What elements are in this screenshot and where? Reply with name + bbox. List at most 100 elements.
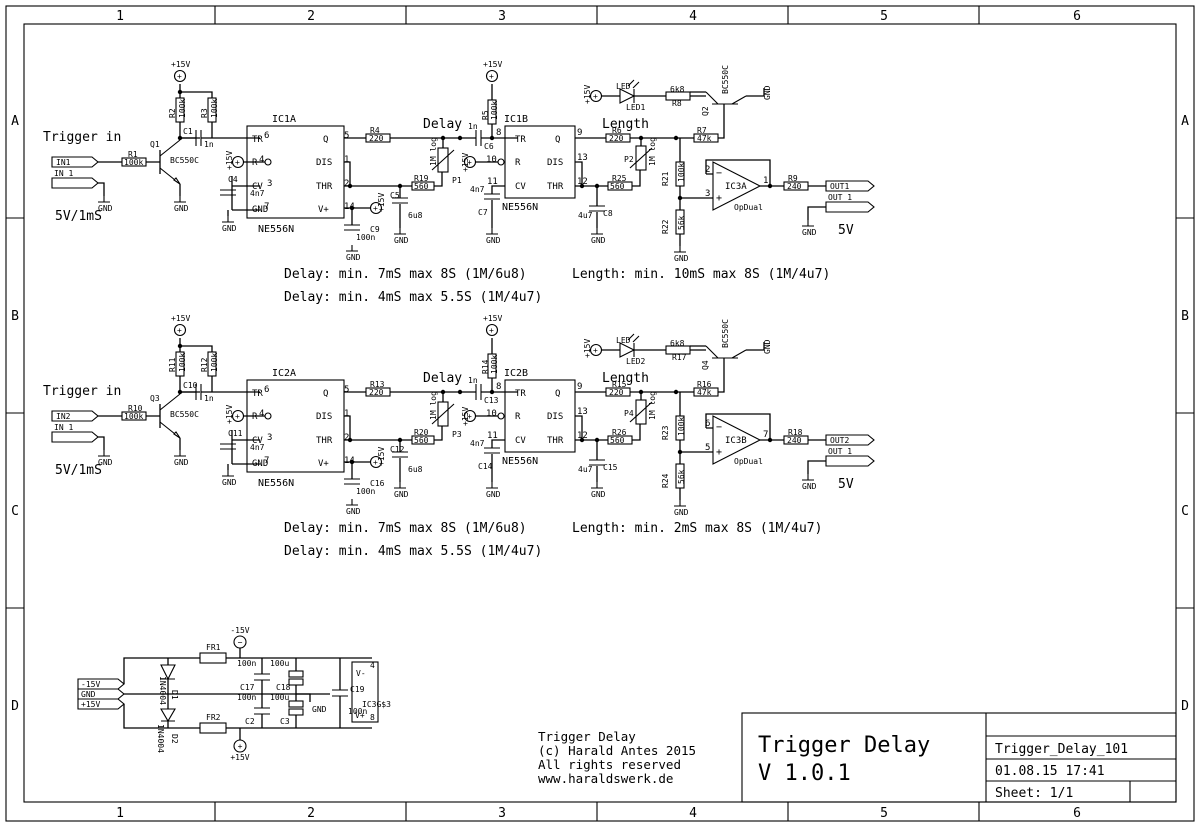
junction-dot [579, 437, 585, 443]
component-value: 100n [237, 659, 256, 668]
resistor-symbol [605, 133, 631, 143]
net-label: OUT1 [830, 182, 849, 191]
ground-label: GND [98, 204, 113, 213]
pin-number: 5 [705, 443, 710, 453]
ground-label: GND [802, 482, 817, 491]
length-label: Length [602, 117, 649, 132]
component-label: Q4 [701, 360, 710, 370]
component-label: IC2A [272, 368, 296, 379]
power-symbol-plus15 [231, 155, 245, 169]
supply-label: +15V [483, 60, 502, 69]
component-value: 6k8 [670, 85, 685, 94]
component-value: LED [616, 82, 631, 91]
timing-note: Delay: min. 4mS max 5.5S (1M/4u7) [284, 544, 542, 559]
pin-label: Q [555, 135, 560, 145]
timer-ic-a [246, 125, 345, 219]
power-plus-sign: + [373, 458, 378, 467]
ground-label: GND [346, 253, 361, 262]
component-label: R1 [128, 150, 138, 159]
pin-label: CV [252, 182, 263, 192]
trigger-in-label: Trigger in [43, 130, 121, 145]
capacitor-symbol [589, 205, 605, 212]
pin-label: GND [252, 205, 268, 215]
supply-label: +15V [461, 407, 470, 426]
pin-label: + [716, 193, 722, 204]
junction-dot [594, 183, 600, 189]
row-label: B [11, 309, 19, 324]
net-label: IN1 [56, 158, 71, 167]
timing-note: Delay: min. 4mS max 5.5S (1M/4u7) [284, 290, 542, 305]
component-value: 100k [677, 417, 686, 436]
component-value: 1N4004 [156, 724, 165, 753]
timing-note: Delay: min. 7mS max 8S (1M/6u8) [284, 521, 527, 536]
component-value: 220 [609, 134, 624, 143]
resistor-symbol [693, 387, 719, 397]
component-label: Q1 [150, 140, 160, 149]
pulse-spec-label: 5V/1mS [55, 463, 102, 478]
component-value: 100u [270, 693, 289, 702]
net-label: GND [81, 690, 96, 699]
supply-label: +15V [171, 314, 190, 323]
pin-label: 3 [267, 179, 272, 189]
power-plus-sign: + [235, 158, 240, 167]
component-label: C16 [370, 479, 385, 488]
output-connector [825, 180, 875, 192]
col-label: 5 [880, 9, 888, 24]
component-label: R19 [414, 174, 429, 183]
pin-number: 8 [370, 713, 375, 722]
ground-label: GND [674, 254, 689, 263]
pin-label: CV [515, 182, 526, 192]
pin-label: R [515, 412, 521, 422]
pin-label: Q [555, 389, 560, 399]
component-value: 560 [414, 182, 429, 191]
pin-label: 13 [577, 153, 588, 163]
component-value: 100k [490, 101, 499, 120]
component-value: 4n7 [250, 443, 265, 452]
resistor-symbol [607, 181, 633, 191]
pin-label: DIS [547, 412, 563, 422]
power-symbol-plus15 [485, 69, 499, 83]
supply-label: +15V [583, 85, 592, 104]
pin-label: THR [547, 436, 564, 446]
junction-dot [457, 135, 463, 141]
pin-label: 6 [264, 385, 269, 395]
component-value: BC550C [721, 319, 730, 348]
component-value: 47k [697, 134, 712, 143]
row-label: B [1181, 309, 1189, 324]
junction-dot [177, 89, 183, 95]
ground-symbol [486, 228, 498, 235]
component-value: 4n7 [470, 185, 485, 194]
pin-label: THR [316, 182, 333, 192]
component-value: 1n [204, 140, 214, 149]
pin-label: V- [356, 669, 366, 678]
component-value: 100n [348, 707, 367, 716]
component-label: R4 [370, 126, 380, 135]
component-label: IC3A [725, 182, 747, 192]
component-label: R24 [661, 473, 670, 488]
ground-label: GND [591, 490, 606, 499]
component-label: Q2 [701, 106, 710, 116]
col-label: 6 [1073, 806, 1081, 821]
pin-label: 6 [264, 131, 269, 141]
component-label: C5 [390, 191, 400, 200]
pin-label: 4 [259, 155, 264, 165]
component-value: NE556N [258, 224, 294, 235]
net-label: OUT2 [830, 436, 849, 445]
col-label: 4 [689, 9, 697, 24]
power-plus-sign: + [489, 72, 494, 81]
component-value: 6k8 [670, 339, 685, 348]
timer-ic-a [246, 379, 345, 473]
ground-symbol [802, 474, 814, 481]
trigger-in-label: Trigger in [43, 384, 121, 399]
net-label: IN 1 [54, 423, 73, 432]
ground-label: GND [222, 224, 237, 233]
power-symbol-plus15 [463, 409, 477, 423]
junction-dot [638, 135, 644, 141]
component-value: 100n [237, 693, 256, 702]
pin-label: 9 [577, 128, 582, 138]
ground-label: GND [346, 507, 361, 516]
junction-dot [397, 183, 403, 189]
col-label: 4 [689, 806, 697, 821]
component-value: 220 [369, 134, 384, 143]
component-label: R6 [612, 126, 622, 135]
